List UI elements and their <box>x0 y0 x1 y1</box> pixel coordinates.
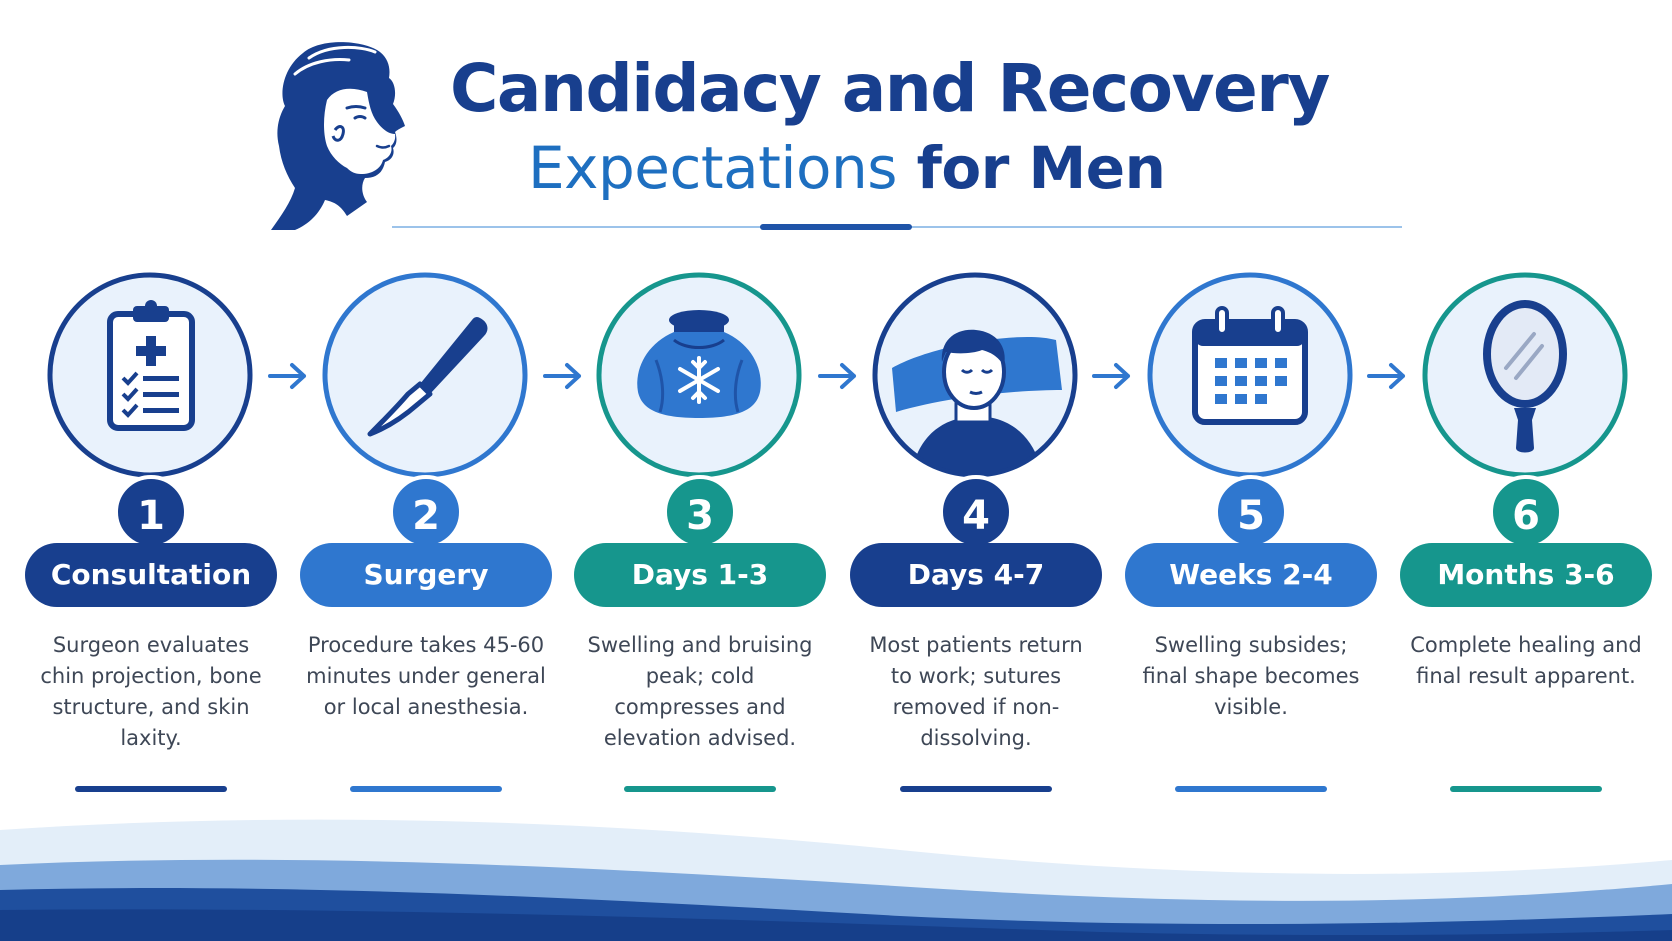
step-number-badge: 1 <box>114 475 188 549</box>
step-label-pill: Surgery <box>300 543 552 607</box>
scalpel-icon <box>322 272 528 478</box>
arrow-right-icon <box>1090 361 1134 391</box>
step-number-badge: 6 <box>1489 475 1563 549</box>
step-description: Complete healing and final result appare… <box>1410 633 1642 688</box>
step-icon-circle <box>1420 270 1630 480</box>
step-underline <box>900 786 1052 792</box>
step-icon-circle <box>1145 270 1355 480</box>
footer-wave <box>0 810 1672 941</box>
step-number-badge: 5 <box>1214 475 1288 549</box>
male-profile-head-icon <box>265 38 415 233</box>
timeline-step-4: 4 Days 4-7 Most patients return to work;… <box>850 270 1110 810</box>
step-number-badge: 3 <box>663 475 737 549</box>
title-accent-word: Expectations <box>528 134 897 202</box>
arrow-right-icon <box>1365 361 1409 391</box>
step-label-pill: Consultation <box>25 543 277 607</box>
step-description: Swelling subsides; final shape becomes v… <box>1142 633 1360 719</box>
step-label-pill: Days 4-7 <box>850 543 1102 607</box>
step-icon-circle <box>870 270 1080 480</box>
arrow-right-icon <box>816 361 860 391</box>
timeline-step-1: 1 Consultation Surgeon evaluates chin pr… <box>25 270 285 810</box>
arrow-right-icon <box>541 361 585 391</box>
timeline-step-3: 3 Days 1-3 Swelling and bruising peak; c… <box>574 270 834 810</box>
step-description: Procedure takes 45-60 minutes under gene… <box>306 633 546 719</box>
ice-pack-icon <box>596 272 802 478</box>
calendar-icon <box>1147 272 1353 478</box>
step-underline <box>350 786 502 792</box>
timeline-step-6: 6 Months 3-6 Complete healing and final … <box>1400 270 1660 810</box>
step-icon-circle <box>594 270 804 480</box>
step-underline <box>1175 786 1327 792</box>
step-description: Swelling and bruising peak; cold compres… <box>587 633 813 750</box>
step-icon-circle <box>320 270 530 480</box>
page-title-line-2: Expectations for Men <box>528 134 1228 202</box>
page-title-line-1: Candidacy and Recovery <box>450 50 1330 127</box>
timeline-step-5: 5 Weeks 2-4 Swelling subsides; final sha… <box>1125 270 1385 810</box>
title-divider-accent <box>760 224 912 230</box>
title-rest: for Men <box>896 134 1166 202</box>
timeline-step-2: 2 Surgery Procedure takes 45-60 minutes … <box>300 270 560 810</box>
step-underline <box>1450 786 1602 792</box>
step-icon-circle <box>45 270 255 480</box>
step-label-pill: Days 1-3 <box>574 543 826 607</box>
resting-patient-icon <box>872 272 1078 478</box>
step-underline <box>75 786 227 792</box>
step-label-pill: Months 3-6 <box>1400 543 1652 607</box>
clipboard-checklist-icon <box>47 272 253 478</box>
hand-mirror-icon <box>1422 272 1628 478</box>
header: Candidacy and Recovery Expectations for … <box>0 0 1672 240</box>
step-number-badge: 4 <box>939 475 1013 549</box>
arrow-right-icon <box>266 361 310 391</box>
step-label-pill: Weeks 2-4 <box>1125 543 1377 607</box>
step-description: Most patients return to work; sutures re… <box>869 633 1083 750</box>
step-description: Surgeon evaluates chin projection, bone … <box>40 633 262 750</box>
step-underline <box>624 786 776 792</box>
step-number-badge: 2 <box>389 475 463 549</box>
